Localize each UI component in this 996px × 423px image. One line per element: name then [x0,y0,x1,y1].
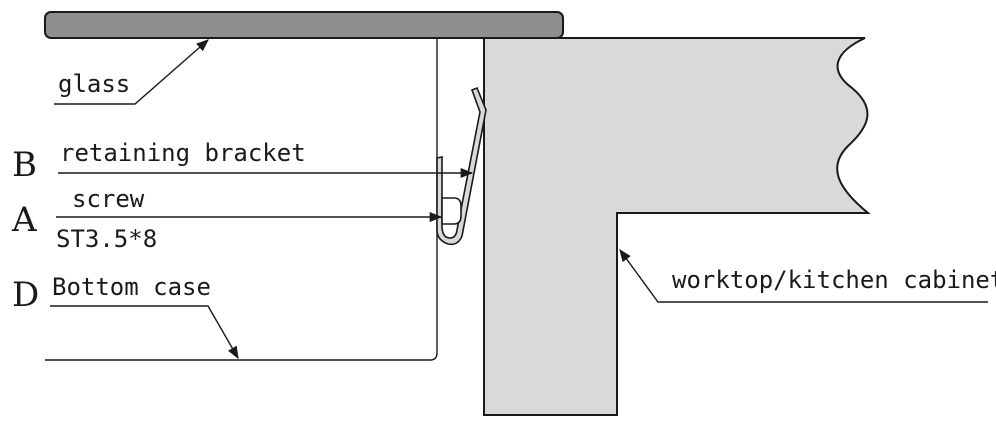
glass-leader-line [54,39,209,105]
retaining-bracket-label: retaining bracket [60,139,306,167]
bottom-case-outline [45,38,438,361]
letter-b: B [12,145,37,185]
glass-label: glass [58,70,130,98]
bottom-case-label: Bottom case [52,273,211,301]
letter-d: D [12,275,39,315]
screw-spec-label: ST3.5*8 [56,225,157,253]
screw-label: screw [72,185,145,213]
worktop-cabinet-shape [483,37,871,416]
glass-panel [44,11,564,39]
bottom-case-leader-line [50,305,239,360]
screw-head [441,197,462,225]
worktop-label: worktop/kitchen cabinet [672,266,996,294]
letter-a: A [11,200,37,240]
worktop-leader-line [619,248,988,303]
